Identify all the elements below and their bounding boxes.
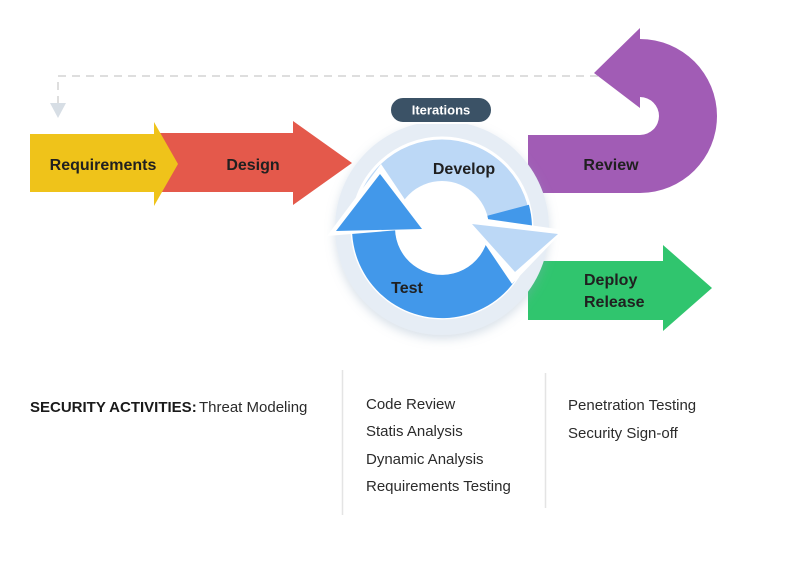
security-item-requirements-testing: Requirements Testing [366, 478, 511, 495]
security-activities-heading: SECURITY ACTIVITIES: [30, 399, 197, 416]
deploy-release-arrow [528, 245, 712, 331]
develop-label: Develop [433, 161, 495, 178]
security-item-security-sign-off: Security Sign-off [568, 425, 679, 442]
release-label: Release [584, 294, 645, 311]
security-item-statis-analysis: Statis Analysis [366, 423, 463, 440]
test-arc [352, 204, 533, 319]
cycle-center [395, 181, 489, 275]
requirements-label: Requirements [50, 157, 157, 174]
security-item-code-review: Code Review [366, 396, 455, 413]
iterations-badge-label: Iterations [412, 103, 471, 118]
design-label: Design [226, 157, 279, 174]
review-label: Review [583, 157, 639, 174]
iterations-badge [389, 96, 493, 124]
develop-arrowhead-icon [472, 224, 558, 272]
test-arrowhead-icon [336, 174, 422, 231]
security-item-penetration-testing: Penetration Testing [568, 397, 696, 414]
requirements-arrow [30, 122, 178, 206]
security-item-threat-modeling: Threat Modeling [199, 399, 307, 416]
review-arrow [528, 28, 717, 193]
security-item-dynamic-analysis: Dynamic Analysis [366, 451, 484, 468]
test-label: Test [391, 280, 423, 297]
design-arrow [160, 121, 352, 205]
deploy-label: Deploy [584, 272, 637, 289]
feedback-arrow-down-icon [50, 103, 66, 118]
feedback-dashed-line [57, 75, 598, 103]
iteration-cycle [327, 121, 564, 335]
